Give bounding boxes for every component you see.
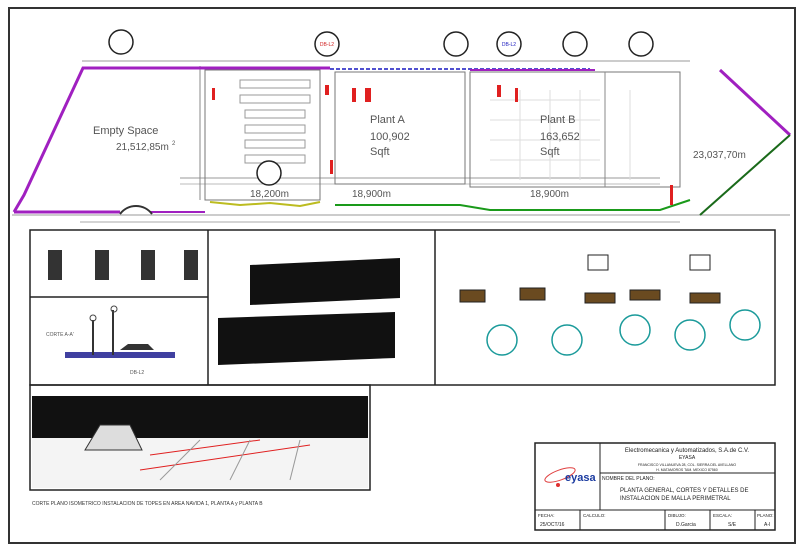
brand-name: EYASA bbox=[679, 455, 696, 461]
callout-label: DB-L2 bbox=[320, 42, 334, 48]
post-elevations bbox=[48, 250, 198, 280]
fecha-value: 25/OCT/16 bbox=[540, 522, 565, 528]
section-label: CORTE A-A' bbox=[46, 332, 74, 338]
plan-name-line-2: INSTALACION DE MALLA PERIMETRAL bbox=[620, 496, 731, 502]
escala-value: S/E bbox=[728, 522, 737, 528]
plan-name-line-1: PLANTA GENERAL, CORTES Y DETALLES DE bbox=[620, 488, 749, 494]
address-line-1: FRANCISCO VILLANUEVA 28, COL. SIERRA DEL… bbox=[638, 463, 736, 467]
plant-a-area: 100,902 bbox=[370, 131, 410, 143]
right-lot-area: 23,037,70m bbox=[693, 150, 746, 161]
superscript: 2 bbox=[172, 141, 176, 147]
dibujo-value: D.Garcia bbox=[676, 522, 696, 528]
plant-b-area: 163,652 bbox=[540, 131, 580, 143]
plant-b-label: Plant B bbox=[540, 114, 575, 126]
dibujo-label: DIBUJO: bbox=[668, 513, 686, 518]
dimension-label: 18,900m bbox=[530, 189, 569, 200]
logo-text: eyasa bbox=[565, 472, 596, 484]
dimension-label: 18,200m bbox=[250, 189, 289, 200]
plano-value: A-I bbox=[764, 522, 770, 528]
title-block bbox=[534, 442, 776, 531]
section-sub-label: DB-L2 bbox=[130, 370, 144, 376]
plan-name-label: NOMBRE DEL PLANO: bbox=[602, 476, 655, 482]
isometric-caption: CORTE PLANO ISOMETRICO INSTALACION DE TO… bbox=[32, 501, 263, 507]
plant-b-unit: Sqft bbox=[540, 146, 560, 158]
section-detail: CORTE A-A' DB-L2 bbox=[46, 305, 175, 376]
detail-panels bbox=[29, 229, 776, 386]
isometric-view bbox=[29, 384, 371, 491]
escala-label: ESCALA: bbox=[713, 513, 732, 518]
site-plan: DB-L2 DB-L2 Empty Space 21,512,85m Plant… bbox=[12, 29, 792, 223]
plano-label: PLANO: bbox=[757, 513, 774, 518]
foundation-details bbox=[459, 254, 761, 356]
calculo-label: CALCULO: bbox=[583, 513, 606, 518]
company-logo: eyasa bbox=[544, 467, 596, 487]
callout-label: DB-L2 bbox=[502, 42, 516, 48]
fecha-label: FECHA: bbox=[538, 513, 555, 518]
company-name: Electromecanica y Automatizados, S.A.de … bbox=[625, 448, 750, 454]
sheet-border bbox=[8, 7, 796, 544]
plant-a-unit: Sqft bbox=[370, 146, 390, 158]
plant-a-label: Plant A bbox=[370, 114, 406, 126]
address-line-2: H. MATAMOROS TAM. MEXICO 87560 bbox=[656, 468, 717, 472]
empty-space-label: Empty Space bbox=[93, 125, 158, 137]
dimension-label: 18,900m bbox=[352, 189, 391, 200]
perimeter-fence bbox=[12, 66, 330, 213]
empty-space-area: 21,512,85m bbox=[116, 142, 169, 153]
fence-mesh-isometric bbox=[218, 258, 400, 365]
